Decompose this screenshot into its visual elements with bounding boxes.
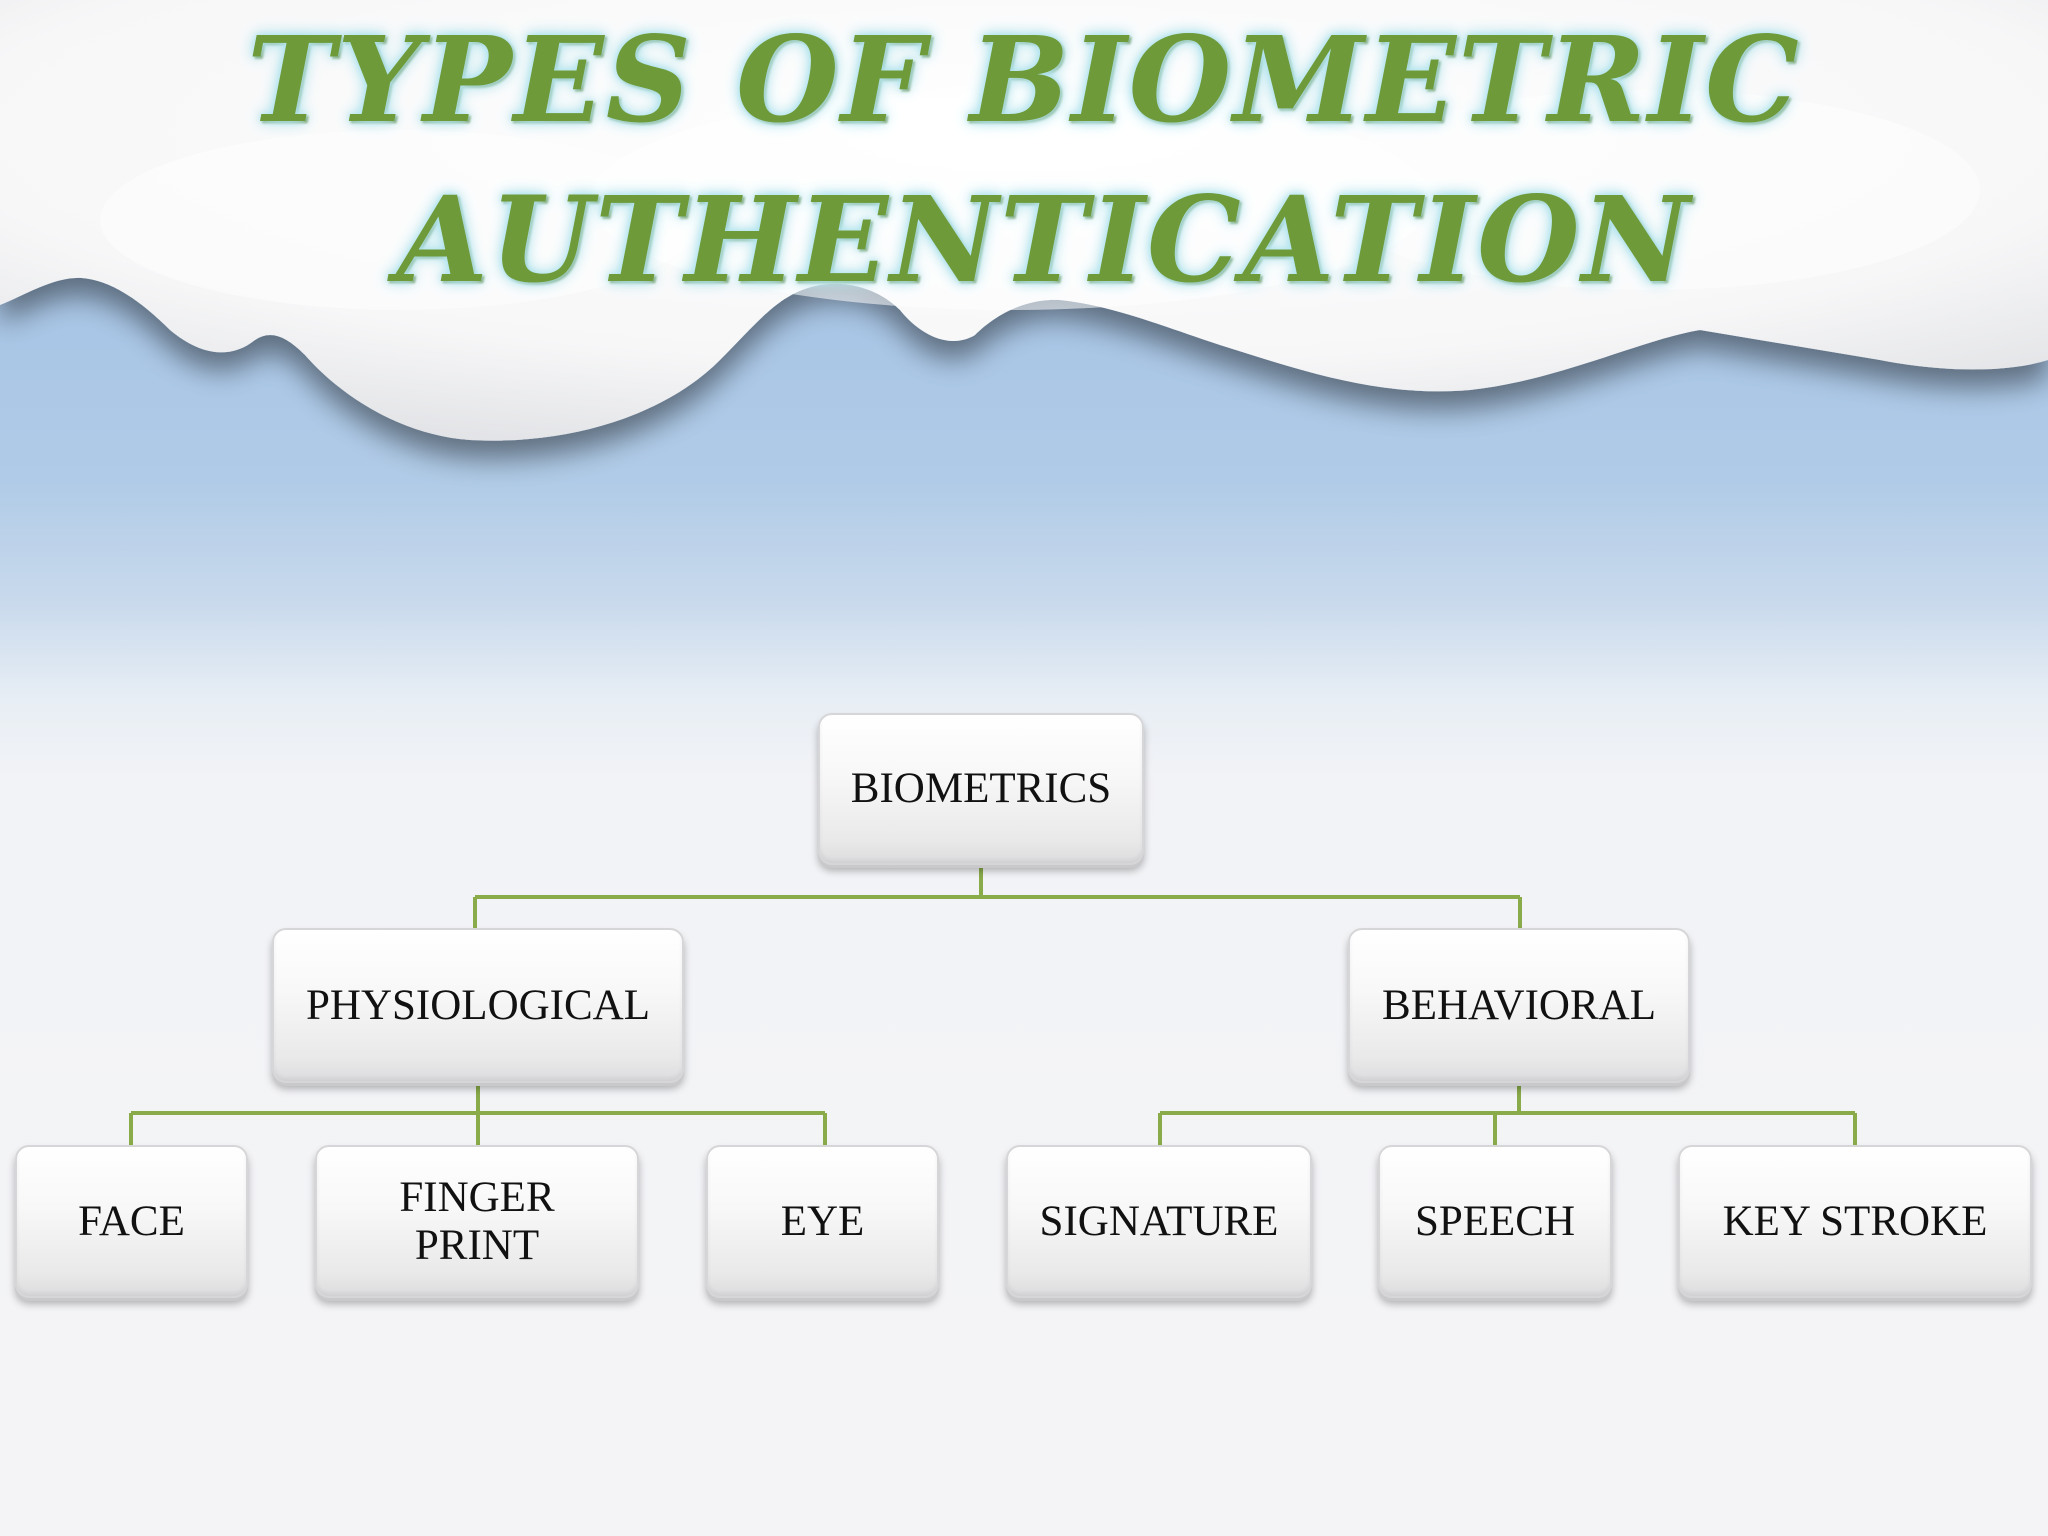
node-biometrics-label: BIOMETRICS <box>850 765 1112 812</box>
node-face-label: FACE <box>78 1197 185 1245</box>
node-physiological-label: PHYSIOLOGICAL <box>306 981 650 1029</box>
node-eye: EYE <box>706 1145 939 1298</box>
node-finger-print-label-line1: FINGER <box>399 1173 555 1221</box>
title-line-2: AUTHENTICATION <box>396 170 1692 309</box>
node-physiological: PHYSIOLOGICAL <box>272 928 684 1083</box>
node-key-stroke-label: KEY STROKE <box>1722 1197 1988 1245</box>
slide-title: TYPES OF BIOMETRIC AUTHENTICATION <box>0 0 2048 320</box>
node-speech: SPEECH <box>1378 1145 1612 1298</box>
node-finger-print: FINGER PRINT <box>315 1145 639 1298</box>
node-signature: SIGNATURE <box>1006 1145 1312 1298</box>
node-key-stroke: KEY STROKE <box>1678 1145 2032 1298</box>
node-eye-label: EYE <box>780 1197 865 1245</box>
title-line-1: TYPES OF BIOMETRIC <box>247 10 1801 149</box>
node-behavioral: BEHAVIORAL <box>1348 928 1690 1083</box>
cloud-banner <box>0 0 2048 441</box>
node-face: FACE <box>15 1145 248 1298</box>
node-finger-print-label-line2: PRINT <box>414 1221 540 1269</box>
node-biometrics: BIOMETRICS <box>818 713 1144 865</box>
node-signature-label: SIGNATURE <box>1039 1197 1279 1245</box>
node-speech-label: SPEECH <box>1414 1197 1576 1245</box>
node-behavioral-label: BEHAVIORAL <box>1382 981 1656 1029</box>
